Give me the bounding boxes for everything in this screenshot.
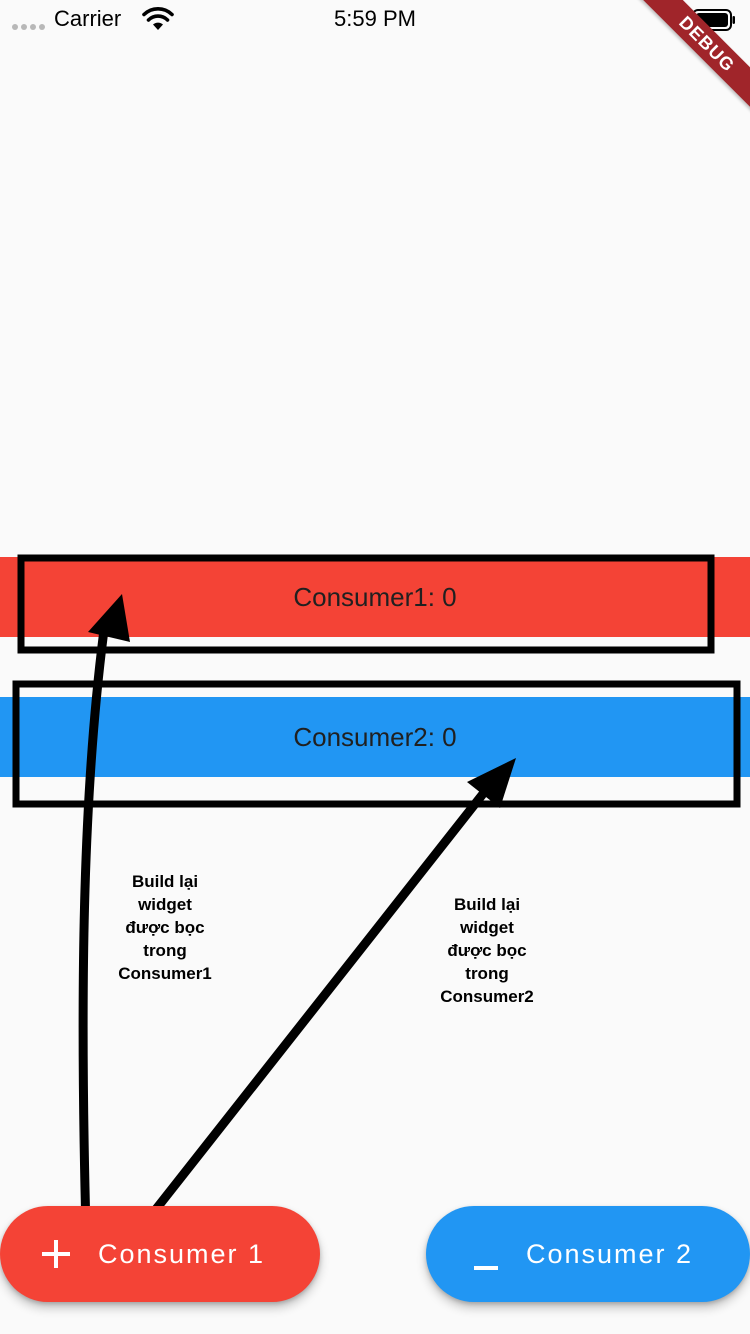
carrier-label: Carrier <box>54 6 122 31</box>
minus-icon <box>466 1236 502 1272</box>
battery-icon <box>692 9 735 31</box>
decrement-consumer2-button[interactable]: Consumer 2 <box>426 1206 750 1302</box>
note2-line: trong <box>465 964 509 983</box>
note2-line: Consumer2 <box>440 987 534 1006</box>
consumer2-bar: Consumer2: 0 <box>0 697 750 777</box>
arrow-to-consumer2 <box>133 785 491 1237</box>
increment-button-label: Consumer 1 <box>98 1238 266 1269</box>
clock: 5:59 PM <box>334 6 416 31</box>
note1-line: trong <box>143 941 187 960</box>
consumer2-text: Consumer2: 0 <box>293 721 457 752</box>
note2-line: widget <box>460 918 514 937</box>
wifi-icon <box>142 7 174 30</box>
consumer1-bar: Consumer1: 0 <box>0 557 750 637</box>
note2-line: được bọc <box>447 941 527 960</box>
note2-line: Build lại <box>453 895 521 914</box>
signal-strength-icon <box>12 24 45 30</box>
note1-line: widget <box>138 895 192 914</box>
annotation-note-consumer2: Build lại widget được bọc trong Consumer… <box>417 893 557 1008</box>
annotation-note-consumer1: Build lại widget được bọc trong Consumer… <box>95 870 235 985</box>
note1-line: được bọc <box>125 918 205 937</box>
increment-consumer1-button[interactable]: Consumer 1 <box>0 1206 320 1302</box>
decrement-button-label: Consumer 2 <box>526 1238 694 1269</box>
note1-line: Build lại <box>131 872 199 891</box>
plus-icon <box>38 1236 74 1272</box>
status-bar: Carrier 5:59 PM <box>0 0 750 40</box>
consumer1-text: Consumer1: 0 <box>293 581 457 612</box>
note1-line: Consumer1 <box>118 964 212 983</box>
